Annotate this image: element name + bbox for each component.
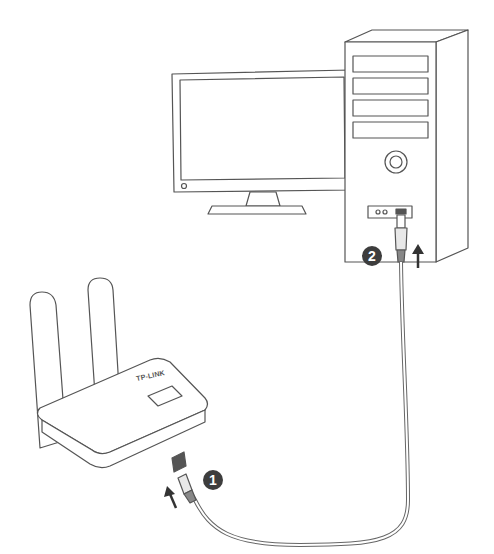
audio-port bbox=[383, 210, 387, 214]
insert-arrow bbox=[417, 252, 420, 268]
tower-front bbox=[345, 42, 436, 262]
tower-side bbox=[436, 30, 468, 262]
usb-port bbox=[396, 209, 406, 214]
adapter-indicator bbox=[148, 386, 182, 406]
usb-plug-adapter-strain bbox=[184, 490, 196, 503]
audio-port bbox=[376, 210, 380, 214]
usb-cable bbox=[188, 262, 408, 545]
callout-number: 1 bbox=[203, 470, 223, 490]
monitor-neck bbox=[246, 192, 280, 206]
usb-plug bbox=[395, 228, 407, 250]
monitor-base bbox=[208, 206, 306, 214]
monitor-button bbox=[182, 184, 187, 189]
drive-bays bbox=[353, 56, 428, 138]
arrow-head bbox=[412, 244, 424, 254]
usb-plug-strain bbox=[397, 250, 405, 262]
power-button-inner bbox=[390, 156, 402, 168]
power-button bbox=[385, 151, 407, 173]
arrow-head bbox=[164, 486, 175, 497]
adapter-usb-port bbox=[172, 452, 186, 472]
usb-cable-core bbox=[188, 262, 408, 545]
callout-number: 2 bbox=[362, 246, 382, 266]
monitor-bezel bbox=[172, 70, 352, 192]
usb-plug-metal bbox=[397, 215, 405, 228]
insert-arrow bbox=[170, 494, 176, 508]
monitor-screen bbox=[180, 77, 345, 180]
